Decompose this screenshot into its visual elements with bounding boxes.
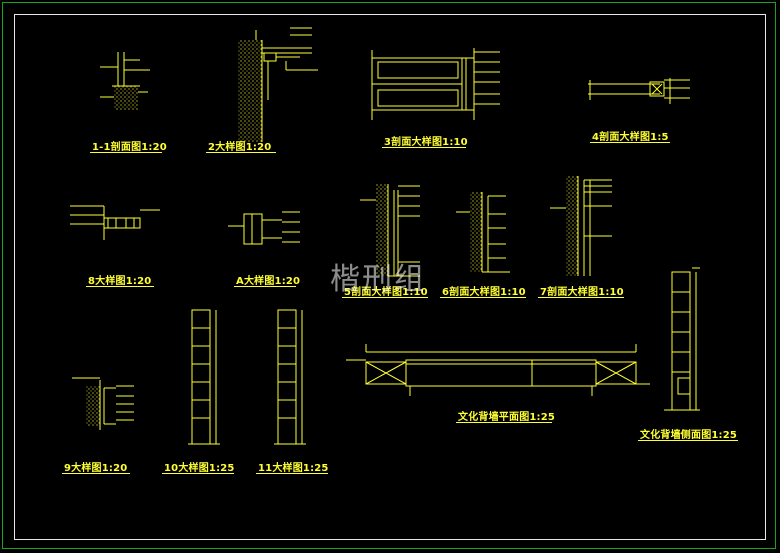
- culture-wall-plan: [346, 344, 650, 396]
- underline: [162, 473, 234, 474]
- title-wall-plan: 文化背墙平面图1:25: [458, 412, 556, 423]
- title-detail-9: 9大样图1:20: [64, 463, 128, 474]
- watermark: 楷刑组: [330, 262, 426, 297]
- culture-wall-side: [664, 267, 700, 411]
- underline: [256, 473, 328, 474]
- detail-10-column: [188, 309, 220, 445]
- detail-11-column: [274, 309, 306, 445]
- section-1-1: [100, 52, 150, 110]
- title-detail-11: 11大样图1:25: [258, 463, 329, 474]
- title-section-4: 4剖面大样图1:5: [592, 132, 669, 143]
- section-3: [371, 48, 500, 120]
- underline: [342, 297, 428, 298]
- section-4: [588, 78, 690, 104]
- title-detail-A: A大样图1:20: [236, 276, 301, 287]
- section-7: [550, 176, 612, 276]
- underline: [440, 297, 526, 298]
- title-section-5: 5剖面大样图1:10: [344, 287, 428, 298]
- underline: [382, 147, 466, 148]
- title-detail-8: 8大样图1:20: [88, 276, 152, 287]
- title-section-6: 6剖面大样图1:10: [442, 287, 526, 298]
- title-wall-side: 文化背墙侧面图1:25: [640, 430, 738, 441]
- title-detail-10: 10大样图1:25: [164, 463, 235, 474]
- underline: [590, 142, 670, 143]
- underline: [62, 473, 130, 474]
- underline: [456, 422, 552, 423]
- underline: [234, 286, 296, 287]
- title-section-3: 3剖面大样图1:10: [384, 137, 468, 148]
- underline: [206, 152, 276, 153]
- detail-A: [228, 211, 300, 245]
- underline: [86, 286, 154, 287]
- title-section-1-1: 1-1剖面图1:20: [92, 142, 167, 153]
- underline: [90, 152, 162, 153]
- title-detail-2: 2大样图1:20: [208, 142, 272, 153]
- detail-2: [238, 27, 318, 142]
- inner-frame: [14, 14, 766, 540]
- underline: [638, 440, 738, 441]
- underline: [538, 297, 624, 298]
- section-5: [360, 184, 420, 277]
- detail-9: [72, 377, 134, 430]
- detail-8: [70, 205, 160, 240]
- section-6: [456, 192, 510, 273]
- title-section-7: 7剖面大样图1:10: [540, 287, 624, 298]
